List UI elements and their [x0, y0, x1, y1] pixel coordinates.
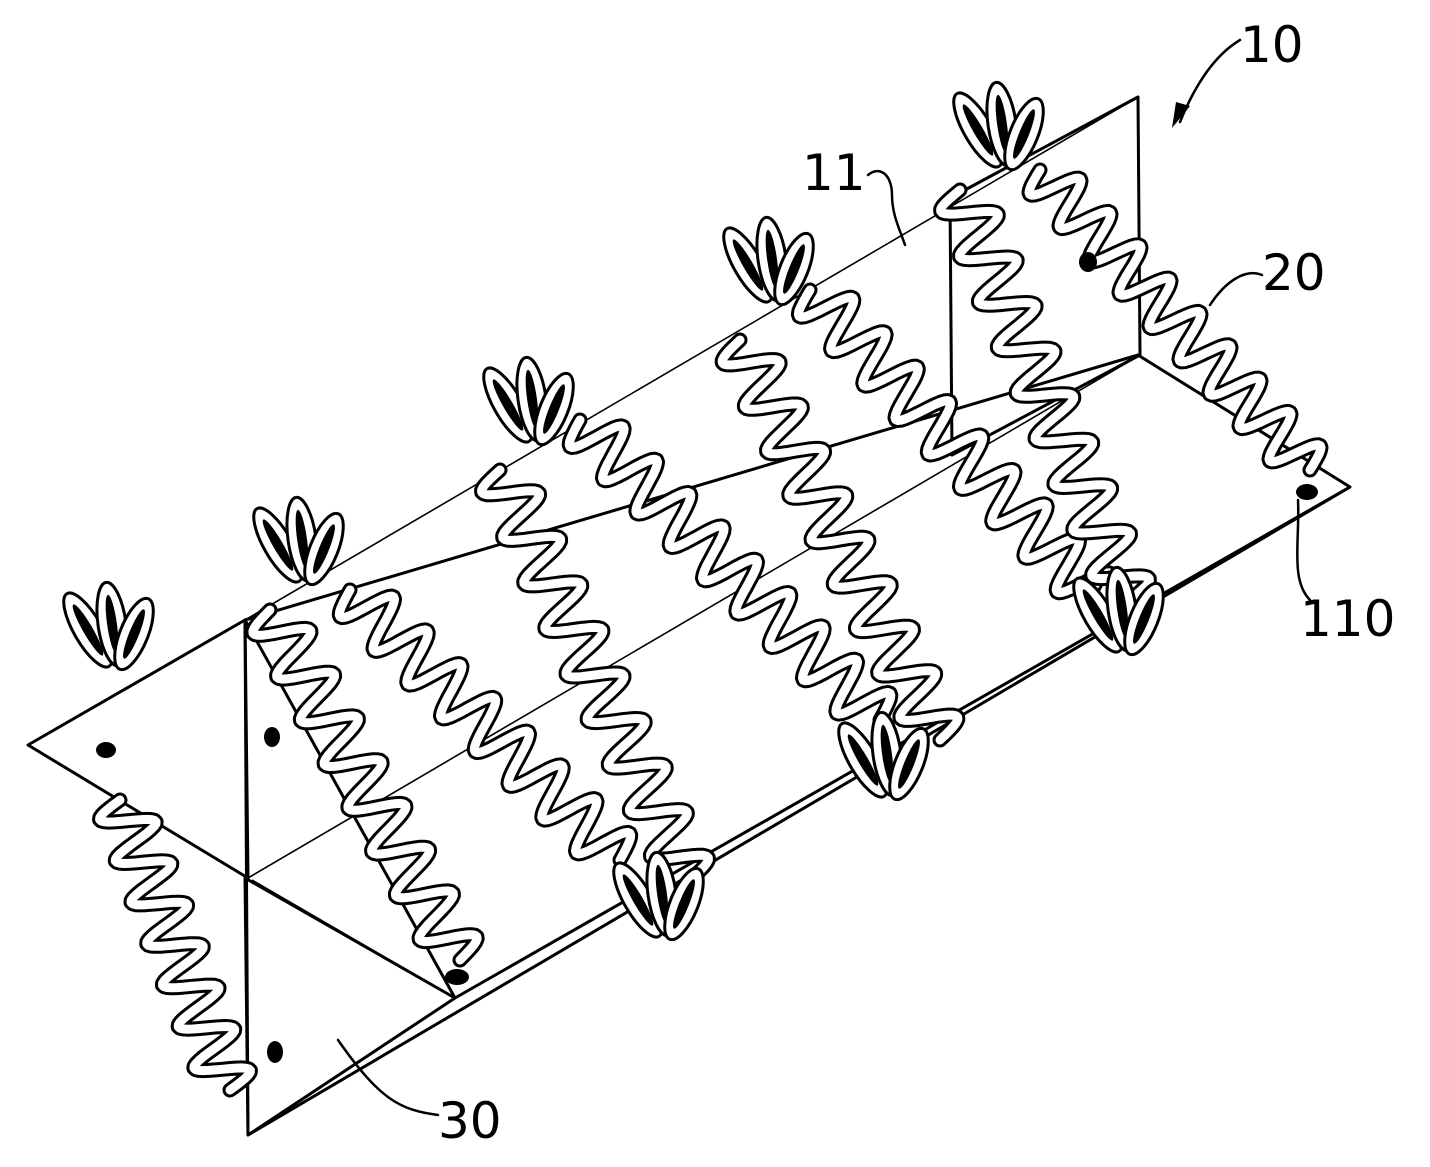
fold-line-middle	[247, 354, 1141, 879]
spring-coil-fill	[564, 415, 896, 725]
wire-loop-hole	[962, 104, 994, 156]
arrow-10	[1172, 102, 1190, 128]
wire-loop-hole	[783, 244, 805, 294]
spring-coil-fill	[248, 605, 482, 965]
hole-110-dot	[1296, 484, 1318, 500]
wire-loop-hole	[1013, 109, 1035, 159]
label-10: 10	[1240, 16, 1304, 74]
wire-loop-hole	[673, 879, 695, 929]
wire-loop-hole	[898, 739, 920, 789]
wire-loop-hole	[105, 594, 119, 654]
wire-loop-hole	[295, 509, 309, 569]
wire-loop-hole	[995, 94, 1009, 154]
hole-dot	[96, 742, 116, 758]
wire-loop-hole	[72, 604, 104, 656]
wire-loop-hole	[1115, 579, 1129, 639]
leader-11	[866, 169, 907, 247]
leader-110	[1295, 498, 1312, 602]
wire-loop-hole	[492, 379, 524, 431]
wire-loop-hole	[525, 369, 539, 429]
spring-coil-fill	[936, 185, 1154, 605]
wire-loop-hole	[1082, 589, 1114, 641]
fold-line-top	[244, 96, 1139, 621]
hole-dot	[1079, 252, 1097, 272]
leader-10	[1178, 38, 1242, 124]
label-20: 20	[1262, 244, 1326, 302]
wire-loop-hole	[1133, 594, 1155, 644]
hole-dot	[445, 969, 469, 985]
leader-20	[1208, 272, 1264, 307]
label-30: 30	[438, 1092, 502, 1150]
spring-coil-fill	[334, 585, 636, 865]
vertical-corner-edge	[243, 619, 250, 1136]
end-plate-front	[243, 876, 457, 1137]
reference-labels: 10 11 20 110 30	[336, 16, 1395, 1150]
label-110: 110	[1300, 590, 1395, 648]
wire-loop-hole	[123, 609, 145, 659]
wire-loop-hole	[622, 874, 654, 926]
panel-structure	[26, 95, 1352, 1137]
spring-coil-fill	[477, 465, 713, 885]
hole-dot	[267, 1041, 283, 1063]
wire-loop-hole	[880, 724, 894, 784]
spring-coil-fill	[717, 335, 963, 745]
wire-loop-hole	[262, 519, 294, 571]
wire-loop-hole	[847, 734, 879, 786]
wire-loop-hole	[313, 524, 335, 574]
lower-sheet-edge	[247, 485, 1351, 1137]
wire-loop-hole	[732, 239, 764, 291]
wire-loop-bundles	[62, 80, 1165, 942]
spring-coil-fill	[1024, 165, 1326, 475]
leader-30	[336, 1038, 440, 1117]
wire-loop-hole	[543, 384, 565, 434]
label-11: 11	[802, 144, 866, 202]
mounting-dots	[96, 252, 1318, 1063]
wire-loop-hole	[765, 229, 779, 289]
spring-coil-fill	[95, 795, 255, 1095]
spring-coils	[92, 162, 1329, 1098]
hole-dot	[264, 727, 280, 747]
wire-loop-hole	[655, 864, 669, 924]
spring-coil-fill	[793, 285, 1117, 605]
